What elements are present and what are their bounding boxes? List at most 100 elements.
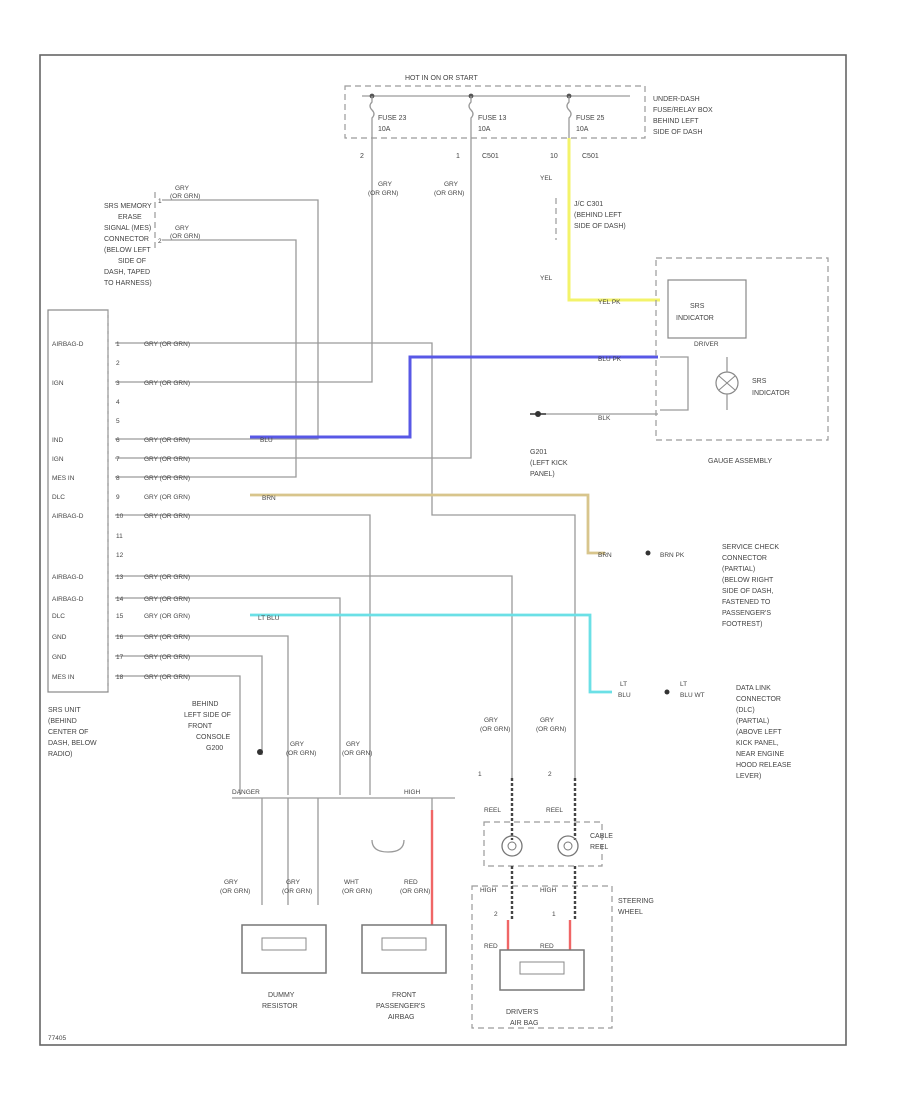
svg-text:YEL: YEL — [540, 175, 553, 182]
srs-pin-wire-label: GRY (OR GRN) — [144, 475, 190, 482]
wire-label-gry-23: GRY (OR GRN) — [368, 181, 398, 197]
svg-text:SRS MEMORY ERASE S: SRS MEMORY ERASE SIGNAL (MES) CONNECTOR … — [104, 203, 154, 287]
srs-pin-label: GND — [52, 634, 67, 641]
svg-text:2: 2 — [360, 153, 364, 160]
svg-text:10A: 10A — [576, 126, 589, 133]
srs-pin-number: 2 — [116, 360, 120, 367]
blue-wire: BLU BLU PK — [250, 355, 658, 444]
svg-text:DRIVER: DRIVER — [694, 341, 719, 348]
svg-text:BRN PK: BRN PK — [660, 552, 685, 559]
svg-text:10A: 10A — [478, 126, 491, 133]
ground-g201: BLK G201 (LEFT KICK PANEL) — [530, 411, 658, 478]
svg-text:BRN: BRN — [262, 495, 276, 502]
svg-text:GRY(OR GRN): GRY(OR GRN) — [282, 879, 312, 895]
svg-text:1: 1 — [456, 153, 460, 160]
svg-text:GRY(OR GRN): GRY(OR GRN) — [536, 717, 566, 733]
srs-pin-wire-label: GRY (OR GRN) — [144, 494, 190, 501]
srs-pin-label: IND — [52, 437, 64, 444]
data-link-label: DATA LINK CONNECTOR (DLC) (PARTIAL) (ABO… — [736, 685, 793, 780]
srs-pin-wire-label: GRY (OR GRN) — [144, 674, 190, 681]
hot-label: HOT IN ON OR START — [405, 75, 478, 82]
srs-pin-number: 11 — [116, 533, 123, 540]
srs-pin-number: 17 — [116, 654, 124, 661]
srs-pin-number: 6 — [116, 437, 120, 444]
srs-pin-label: AIRBAG-D — [52, 341, 84, 348]
svg-text:10: 10 — [550, 153, 558, 160]
svg-text:G201 (LEFT KICK PA: G201 (LEFT KICK PANEL) — [530, 449, 570, 478]
joint-connector: J/C C301 (BEHIND LEFT SIDE OF DASH) — [555, 198, 626, 240]
srs-pin-label: MES IN — [52, 674, 75, 681]
srs-pin-number: 13 — [116, 574, 124, 581]
svg-text:HIGH: HIGH — [404, 789, 421, 796]
yellow-wire: YEL YEL YEL PK — [540, 138, 660, 306]
passenger-airbag-connector: DANGER HIGH — [232, 789, 455, 925]
svg-text:BRN: BRN — [598, 552, 612, 559]
srs-pin-label: AIRBAG-D — [52, 574, 84, 581]
fuse-25: FUSE 25 10A — [566, 93, 605, 138]
front-console-ground: BEHIND LEFT SIDE OF FRONT CONSOLE G200 — [184, 701, 263, 755]
svg-text:2: 2 — [548, 771, 552, 778]
svg-text:GRY(OR GRN): GRY(OR GRN) — [170, 225, 200, 240]
srs-pin-number: 8 — [116, 475, 120, 482]
svg-text:FUSE 25: FUSE 25 — [576, 115, 605, 122]
svg-text:2: 2 — [494, 911, 498, 918]
srs-pin-label: MES IN — [52, 475, 75, 482]
srs-pin-label: IGN — [52, 380, 64, 387]
svg-text:FUSE 23: FUSE 23 — [378, 115, 407, 122]
srs-pin-wire-label: GRY (OR GRN) — [144, 437, 190, 444]
footer-code: 77405 — [48, 1035, 66, 1042]
svg-text:BLU PK: BLU PK — [598, 356, 622, 363]
svg-text:C501: C501 — [582, 153, 599, 160]
svg-text:J/C C301 (BEHIND LEFT: J/C C301 (BEHIND LEFT SIDE OF DASH) — [574, 201, 626, 230]
srs-pin-label: GND — [52, 654, 67, 661]
srs-pin-wire-label: GRY (OR GRN) — [144, 596, 190, 603]
fuse-23: FUSE 23 10A — [369, 93, 407, 138]
srs-pin-wire-label: GRY (OR GRN) — [144, 341, 190, 348]
gray-wires: GRY (OR GRN) GRY (OR GRN) — [115, 138, 576, 795]
srs-pin-number: 14 — [116, 596, 124, 603]
srs-memory-connector: SRS MEMORY ERASE SIGNAL (MES) CONNECTOR … — [104, 185, 200, 287]
srs-pin-number: 4 — [116, 399, 120, 406]
svg-text:1: 1 — [478, 771, 482, 778]
srs-pin-wire-label: GRY (OR GRN) — [144, 380, 190, 387]
srs-pin-label: AIRBAG-D — [52, 596, 84, 603]
svg-text:1: 1 — [552, 911, 556, 918]
svg-text:BLK: BLK — [598, 415, 611, 422]
svg-text:DANGER: DANGER — [232, 789, 260, 796]
srs-pin-wire-label: GRY (OR GRN) — [144, 634, 190, 641]
srs-pin-number: 12 — [116, 552, 124, 559]
svg-text:REEL: REEL — [484, 807, 501, 814]
srs-pin-number: 9 — [116, 494, 120, 501]
srs-pin-number: 1 — [116, 341, 120, 348]
svg-text:RED(OR GRN): RED(OR GRN) — [400, 879, 430, 895]
svg-text:RED: RED — [540, 943, 554, 950]
svg-text:10A: 10A — [378, 126, 391, 133]
srs-pin-label: DLC — [52, 494, 65, 501]
srs-pin-number: 16 — [116, 634, 124, 641]
srs-pin-number: 10 — [116, 513, 124, 520]
svg-text:BLU: BLU — [260, 437, 273, 444]
svg-text:GRY(OR GRN): GRY(OR GRN) — [220, 879, 250, 895]
srs-pin-label: DLC — [52, 613, 65, 620]
srs-pin-number: 3 — [116, 380, 120, 387]
svg-text:YEL: YEL — [540, 275, 553, 282]
svg-text:GAUGE ASSEMBLY: GAUGE ASSEMBLY — [708, 458, 772, 465]
svg-text:GRY(OR GRN): GRY(OR GRN) — [480, 717, 510, 733]
brown-wire: BRN BRN BRN PK — [250, 493, 685, 559]
svg-text:HIGH: HIGH — [480, 887, 497, 894]
svg-text:HIGH: HIGH — [540, 887, 557, 894]
srs-pin-wire-label: GRY (OR GRN) — [144, 574, 190, 581]
